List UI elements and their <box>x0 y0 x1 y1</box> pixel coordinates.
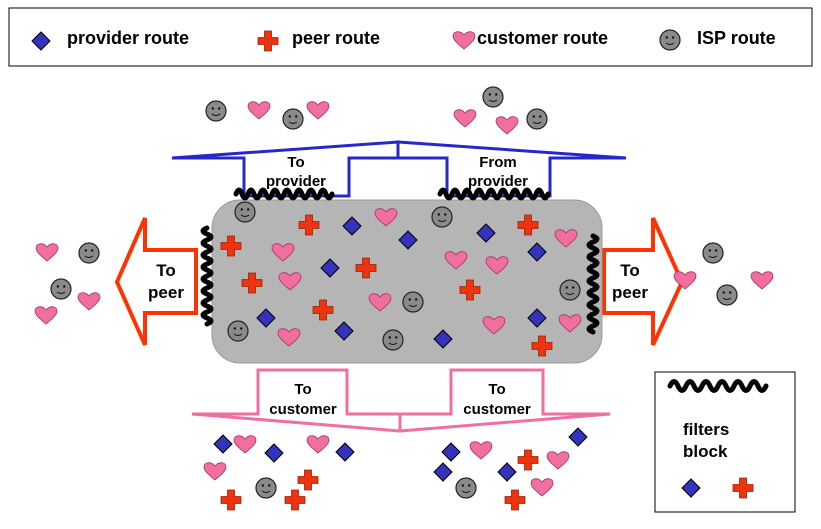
peer-route-icon <box>504 489 526 511</box>
legend-label-isp: ISP route <box>697 28 776 48</box>
from-provider-label-line1: From <box>479 154 517 171</box>
legend-item-customer: customer route <box>452 28 608 50</box>
customer-route-icon <box>34 306 58 325</box>
customer-route-icon <box>530 478 554 497</box>
peer-route-icon <box>517 449 539 471</box>
isp-route-icon <box>402 291 424 313</box>
isp-route-icon <box>702 242 724 264</box>
isp-route-icon <box>234 201 256 223</box>
filters-key-line1: filters <box>683 420 729 439</box>
legend-label-peer: peer route <box>292 28 380 48</box>
provider-route-icon <box>497 462 517 482</box>
isp-route-icon <box>716 284 738 306</box>
from-provider-arrow: From provider <box>396 140 627 198</box>
to-peer-left-label-line1: To <box>156 261 176 280</box>
filter-squiggle-from-provider <box>437 187 551 201</box>
to-customer-right-label-line1: To <box>488 381 505 398</box>
isp-route-icon <box>482 86 504 108</box>
isp-route-icon <box>559 279 581 301</box>
filter-squiggle-to-peer-left <box>200 225 214 327</box>
to-peer-right-label-line2: peer <box>612 283 648 302</box>
provider-route-icon <box>335 442 355 462</box>
customer-route-icon <box>35 243 59 262</box>
to-customer-left-arrow: To customer <box>191 368 402 433</box>
provider-route-icon <box>264 443 284 463</box>
filters-key-frame <box>654 371 796 513</box>
peer-route-icon <box>297 469 319 491</box>
filter-squiggle-to-provider <box>233 187 335 201</box>
to-peer-left-arrow: To peer <box>114 217 198 346</box>
customer-route-icon <box>306 435 330 454</box>
customer-route-icon <box>203 462 227 481</box>
to-customer-left-label-line1: To <box>294 381 311 398</box>
legend-label-customer: customer route <box>477 28 608 48</box>
filter-squiggle-to-peer-right <box>586 233 600 335</box>
legend-label-provider: provider route <box>67 28 189 48</box>
isp-route-icon <box>255 477 277 499</box>
isp-route-icon <box>526 108 548 130</box>
isp-route-icon <box>455 477 477 499</box>
customer-route-icon <box>469 441 493 460</box>
peer-route-icon <box>220 489 242 511</box>
peer-route-icon <box>284 489 306 511</box>
customer-route-icon <box>495 116 519 135</box>
to-peer-right-label-line1: To <box>620 261 640 280</box>
legend-item-isp: ISP route <box>659 28 776 51</box>
isp-route-icon <box>227 320 249 342</box>
provider-route-icon <box>441 442 461 462</box>
isp-route-icon <box>50 278 72 300</box>
to-customer-right-arrow: To customer <box>398 368 611 433</box>
filters-key-line2: block <box>683 442 728 461</box>
isp-route-icon <box>382 329 404 351</box>
provider-route-icon <box>433 462 453 482</box>
isp-route-icon <box>205 100 227 122</box>
filters-key-squiggle <box>667 379 769 393</box>
customer-route-icon <box>233 435 257 454</box>
to-peer-left-label-line2: peer <box>148 283 184 302</box>
to-provider-label-line2: provider <box>266 173 326 190</box>
to-provider-label-line1: To <box>287 154 304 171</box>
filters-key-box: filters block <box>654 371 796 513</box>
customer-route-icon <box>546 451 570 470</box>
isp-route-icon <box>78 242 100 264</box>
isp-route-icon <box>659 29 681 51</box>
customer-route-icon <box>77 292 101 311</box>
customer-route-icon <box>453 109 477 128</box>
to-provider-arrow: To provider <box>171 140 400 198</box>
isp-route-icon <box>282 108 304 130</box>
customer-route-icon <box>750 271 774 290</box>
customer-route-icon <box>247 101 271 120</box>
customer-route-icon <box>306 101 330 120</box>
isp-route-icon <box>431 206 453 228</box>
provider-route-icon <box>568 427 588 447</box>
to-customer-right-label-line2: customer <box>463 401 531 418</box>
provider-route-icon <box>213 434 233 454</box>
to-peer-right-arrow: To peer <box>602 217 685 346</box>
to-customer-left-label-line2: customer <box>269 401 337 418</box>
legend-item-provider: provider route <box>31 28 189 51</box>
legend: provider route peer route customer route… <box>8 7 813 67</box>
legend-item-peer: peer route <box>257 28 380 52</box>
from-provider-label-line2: provider <box>468 173 528 190</box>
